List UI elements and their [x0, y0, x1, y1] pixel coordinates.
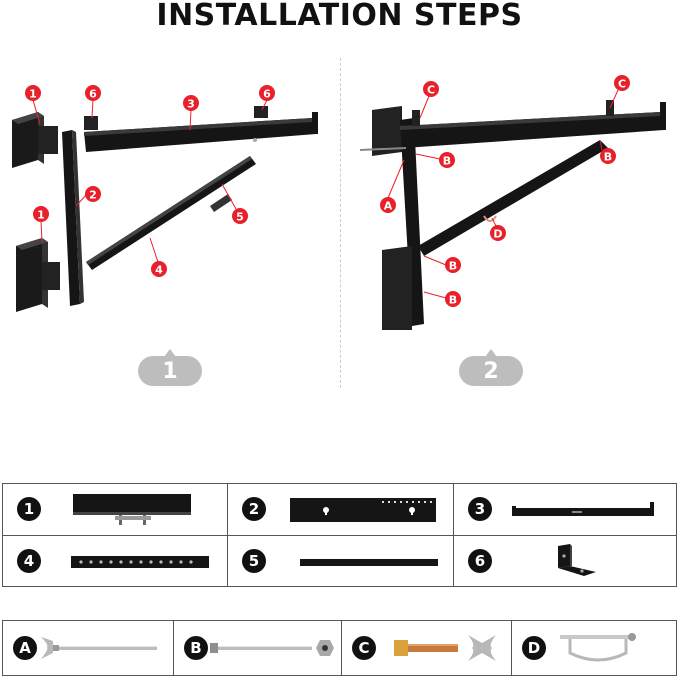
callout-d: D	[493, 228, 502, 241]
callout-6-left: 6	[89, 88, 97, 101]
callout-1-top: 1	[29, 88, 37, 101]
hardware-cell-c: C	[341, 621, 511, 675]
step1-callouts: 1 6 3 6 2 1 5 4	[25, 85, 275, 277]
callout-3: 3	[187, 98, 195, 111]
brass-bolt-wingnut-image	[394, 635, 496, 661]
step-divider	[340, 58, 341, 388]
step1-exploded-diagram: 1 6 3 6 2 1 5 4	[12, 85, 318, 312]
hardware-letter-a: A	[13, 636, 37, 660]
callout-b-top-right: B	[604, 151, 612, 164]
step2-assembled-diagram: C C B B A D B B	[359, 75, 666, 330]
step-badge-1: 1	[138, 349, 202, 386]
part-cell-5: 5	[227, 536, 453, 587]
part1-image	[73, 494, 191, 525]
part-number-6: 6	[468, 549, 492, 573]
parts-table: 1 2 3	[2, 483, 677, 587]
part-number-2: 2	[242, 497, 266, 521]
part2-vertical-bar	[62, 130, 84, 306]
part-cell-1: 1	[3, 484, 227, 535]
hardware-cell-b: B	[173, 621, 341, 675]
callout-5: 5	[236, 211, 244, 224]
part-number-3: 3	[468, 497, 492, 521]
parts-row-2: 4 5 6	[3, 535, 676, 587]
callout-b-bottom: B	[449, 294, 457, 307]
callout-b-top-left: B	[443, 155, 451, 168]
part1-top-bracket	[12, 112, 58, 168]
callout-4: 4	[155, 264, 163, 277]
hardware-letter-d: D	[522, 636, 546, 660]
callout-2: 2	[89, 189, 97, 202]
part-number-4: 4	[17, 549, 41, 573]
callout-c-right: C	[618, 78, 626, 91]
hitch-pin-image	[560, 633, 636, 662]
part-number-1: 1	[17, 497, 41, 521]
part-cell-3: 3	[453, 484, 676, 535]
part6-image	[558, 544, 596, 576]
hardware-cell-a: A	[3, 621, 173, 675]
step-badge-2: 2	[459, 349, 523, 386]
step2-callouts: C C B B A D B B	[380, 75, 630, 307]
callout-b-middle: B	[449, 260, 457, 273]
part-cell-6: 6	[453, 536, 676, 587]
part3-image	[512, 502, 654, 516]
bolt-nut-image	[210, 640, 334, 656]
part-number-5: 5	[242, 549, 266, 573]
callout-c-left: C	[427, 84, 435, 97]
part5-image	[300, 559, 438, 566]
part4-image	[71, 556, 209, 568]
callout-1-bottom: 1	[37, 209, 45, 222]
page-title: INSTALLATION STEPS	[156, 0, 523, 33]
hardware-cell-d: D	[511, 621, 676, 675]
part3-top-arm	[84, 112, 318, 152]
callout-a: A	[384, 200, 393, 213]
parts-row-1: 1 2 3	[3, 484, 676, 535]
callout-6-right: 6	[263, 88, 271, 101]
part-cell-4: 4	[3, 536, 227, 587]
hardware-table: A B C D	[2, 620, 677, 676]
part-cell-2: 2	[227, 484, 453, 535]
part2-image	[290, 498, 436, 522]
hardware-letter-b: B	[184, 636, 208, 660]
assembled-bracket	[359, 100, 666, 330]
part4-part5-diagonal-brace	[86, 156, 256, 270]
hardware-letter-c: C	[352, 636, 376, 660]
part1-bottom-bracket	[16, 238, 60, 312]
wing-bolt-image	[41, 637, 157, 659]
part6-angle-brackets	[84, 106, 268, 130]
